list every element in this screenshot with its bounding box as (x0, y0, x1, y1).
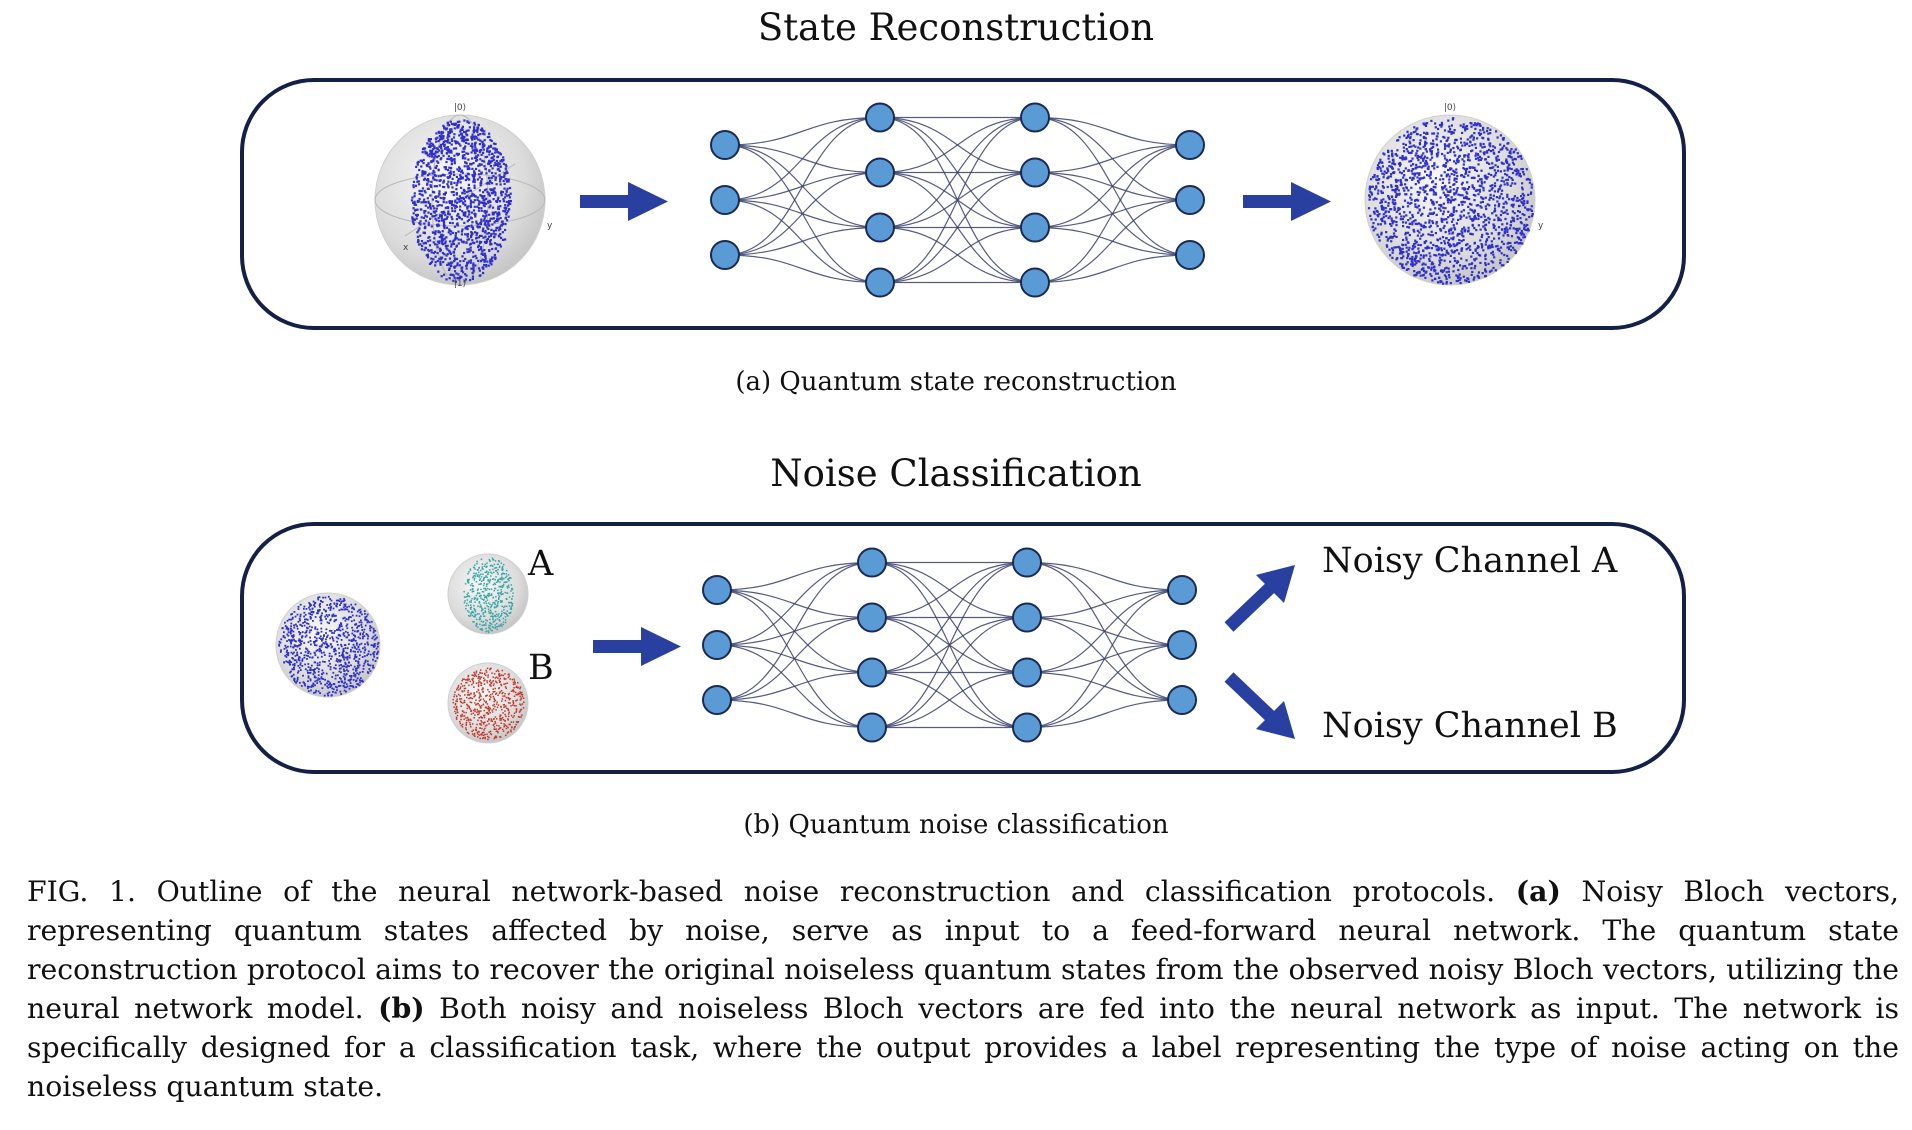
channel-b-sphere-label: B (528, 648, 554, 688)
axis-y-label: y (1538, 221, 1544, 231)
bloch-sphere-b (447, 662, 529, 744)
caption-a-text: Noisy Bloch vectors, representing quantu… (27, 875, 1900, 1025)
panel-a-subcaption: (a) Quantum state reconstruction (735, 367, 1177, 397)
panel-a-title: State Reconstruction (757, 6, 1155, 49)
arrow-network-to-output (1243, 182, 1331, 221)
bloch-sphere-output: |0⟩ y (1364, 103, 1544, 286)
panel-a-frame (240, 78, 1686, 330)
ket-zero-label: |0⟩ (454, 103, 466, 113)
bloch-sphere-a (447, 553, 529, 635)
axis-x-label: x (403, 243, 409, 253)
ket-zero-label: |0⟩ (1444, 103, 1456, 113)
panel-b-title: Noise Classification (770, 452, 1142, 495)
neural-network-reconstruction (710, 102, 1205, 298)
ket-one-label: |1⟩ (454, 279, 466, 289)
channel-a-sphere-label: A (528, 544, 554, 584)
channel-b-vectors (452, 667, 525, 741)
axis-y-label: y (547, 221, 553, 231)
neural-network-classifier (702, 547, 1197, 743)
arrow-input-to-network (580, 182, 668, 221)
arrow-to-channel-b (1224, 672, 1295, 739)
caption-intro: Outline of the neural network-based nois… (136, 875, 1516, 908)
figure-caption: FIG. 1. Outline of the neural network-ba… (27, 872, 1899, 1106)
panel-b-subcaption: (b) Quantum noise classification (743, 810, 1169, 840)
caption-a-marker: (a) (1515, 874, 1561, 908)
panel-b-frame (240, 522, 1686, 774)
caption-b-text: Both noisy and noiseless Bloch vectors a… (27, 992, 1900, 1103)
fig-label: FIG. 1. (27, 875, 137, 908)
noisy-bloch-vectors (278, 595, 380, 697)
caption-b-marker: (b) (378, 991, 425, 1025)
bloch-sphere-noisy (275, 592, 381, 698)
channel-a-vectors (463, 557, 514, 634)
bloch-sphere-input: |0⟩ |1⟩ x y (374, 103, 553, 289)
output-label-channel-a: Noisy Channel A (1322, 541, 1618, 581)
noisy-bloch-vectors (410, 119, 512, 283)
reconstructed-bloch-vectors (1367, 117, 1534, 285)
arrow-to-channel-a (1224, 565, 1295, 632)
output-label-channel-b: Noisy Channel B (1322, 706, 1618, 746)
arrow-input-to-classifier (593, 627, 681, 666)
